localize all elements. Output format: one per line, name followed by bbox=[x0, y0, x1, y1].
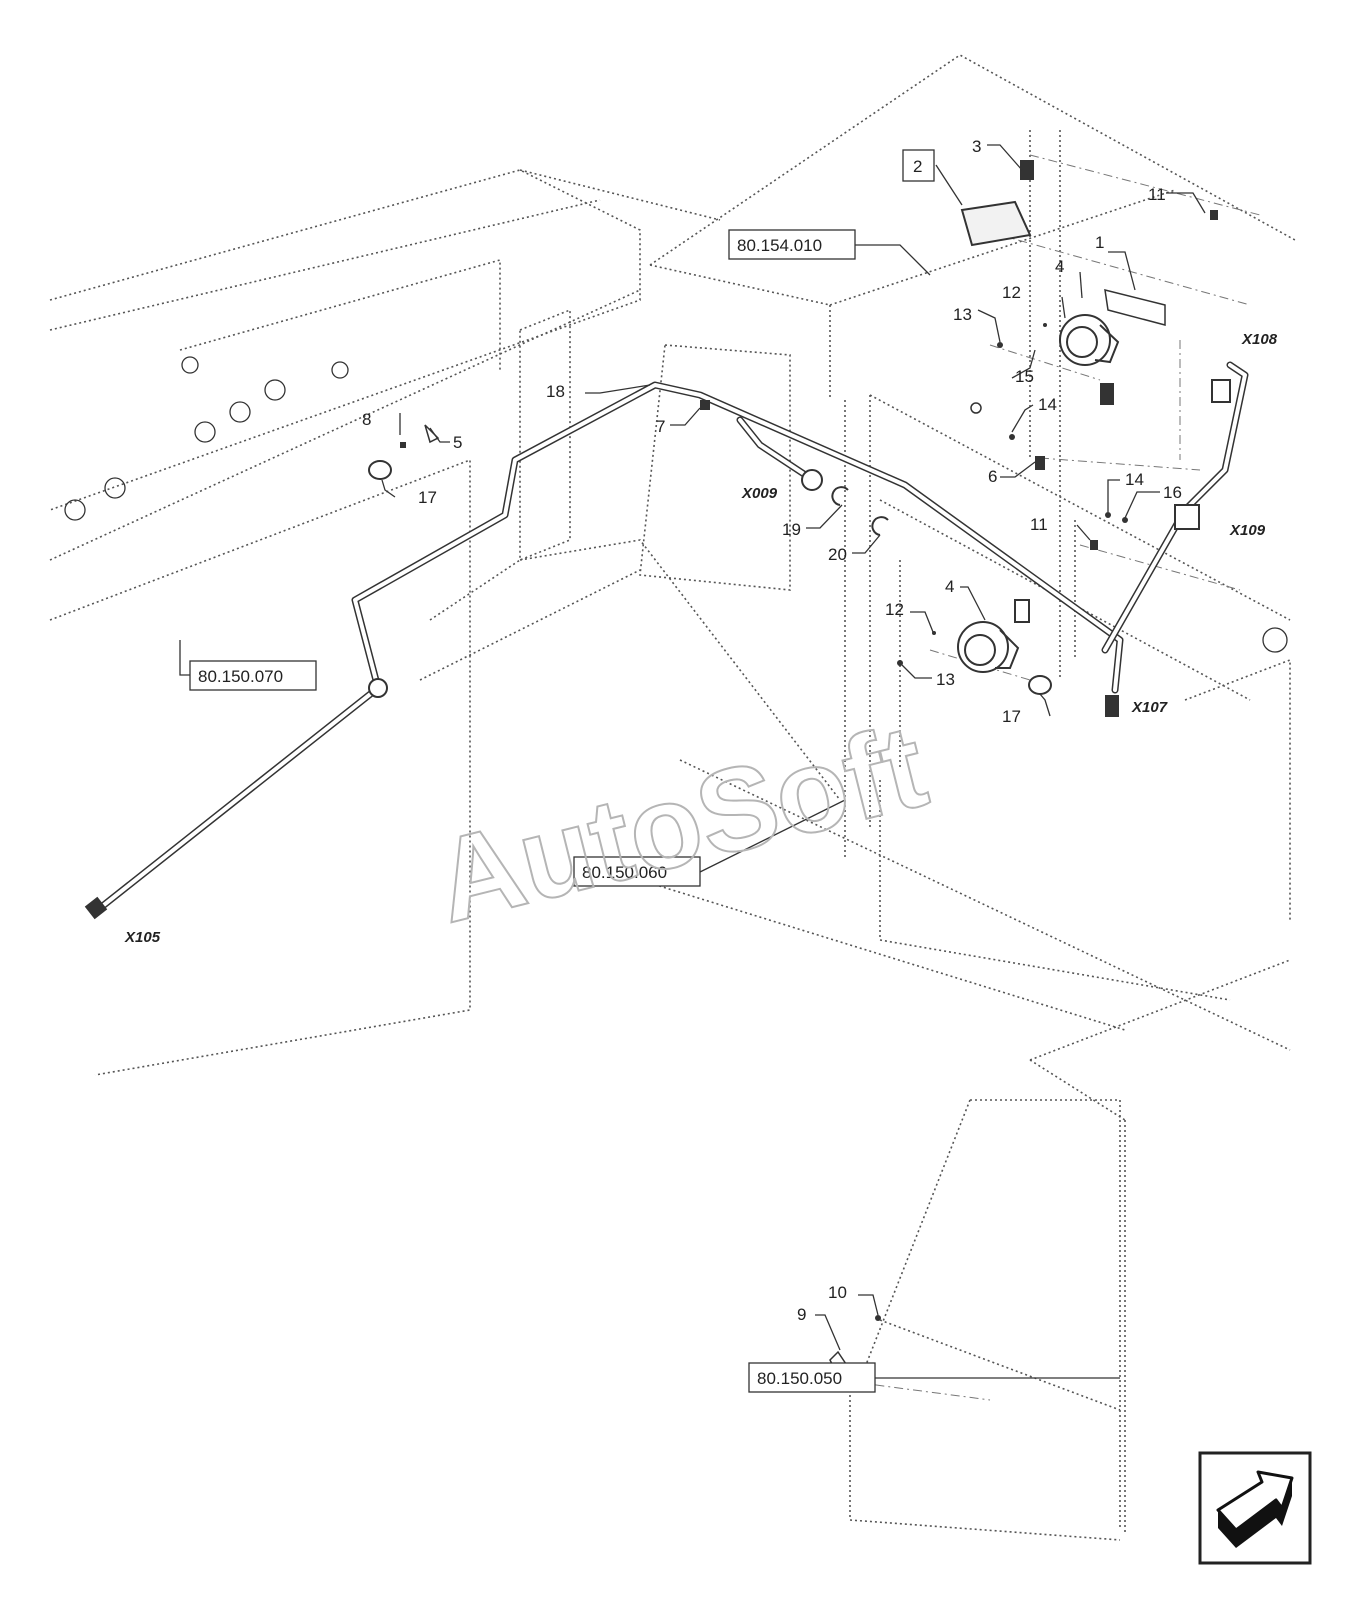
callout-9: 9 bbox=[797, 1305, 806, 1324]
connector-x009: X009 bbox=[741, 485, 778, 502]
next-page-arrow-icon[interactable] bbox=[1198, 1451, 1312, 1565]
callout-4-upper: 4 bbox=[1055, 257, 1064, 276]
callout-11-lower: 11 bbox=[1030, 515, 1048, 534]
callout-14-lower: 14 bbox=[1125, 470, 1144, 489]
callout-10: 10 bbox=[828, 1283, 847, 1302]
callout-17-right: 17 bbox=[1002, 707, 1021, 726]
callout-16: 16 bbox=[1163, 483, 1182, 502]
leader-lines bbox=[179, 144, 1206, 1379]
reference-80-154-010-label: 80.154.010 bbox=[737, 236, 822, 255]
callout-4-lower: 4 bbox=[945, 577, 954, 596]
callout-12-lower: 12 bbox=[885, 600, 904, 619]
connector-labels: X105 X107 X108 X109 X009 bbox=[124, 331, 1278, 946]
callout-14-upper: 14 bbox=[1038, 395, 1057, 414]
reference-80-150-060[interactable]: 80.150.060 bbox=[573, 856, 701, 887]
exploded-lines bbox=[799, 154, 1261, 1401]
connector-x108: X108 bbox=[1241, 331, 1278, 348]
callouts: 1 2 3 4 4 5 6 7 8 9 10 11 11 12 12 13 13… bbox=[362, 137, 1182, 1324]
callout-8: 8 bbox=[362, 410, 371, 429]
callout-2: 2 bbox=[913, 157, 922, 176]
reference-80-150-070-label: 80.150.070 bbox=[198, 667, 283, 686]
callout-3: 3 bbox=[972, 137, 981, 156]
callout-11-upper: 11 bbox=[1148, 185, 1166, 204]
callout-13-lower: 13 bbox=[936, 670, 955, 689]
watermark: AutoSoft bbox=[423, 700, 938, 949]
callout-2-box bbox=[902, 149, 935, 182]
reference-80-150-070[interactable]: 80.150.070 bbox=[189, 660, 317, 691]
callout-1: 1 bbox=[1095, 233, 1104, 252]
reference-boxes: 80.154.010 80.150.070 80.150.060 80.150.… bbox=[189, 229, 876, 1393]
callout-13-upper: 13 bbox=[953, 305, 972, 324]
machine-outline bbox=[49, 54, 1296, 1541]
connector-x105: X105 bbox=[124, 929, 161, 946]
connector-x109: X109 bbox=[1229, 522, 1266, 539]
callout-5: 5 bbox=[453, 433, 462, 452]
reference-80-150-060-label: 80.150.060 bbox=[582, 863, 667, 882]
reference-80-150-050-label: 80.150.050 bbox=[757, 1369, 842, 1388]
connector-x107: X107 bbox=[1131, 699, 1168, 716]
callout-17-left: 17 bbox=[418, 488, 437, 507]
callout-15: 15 bbox=[1015, 367, 1034, 386]
callout-12-upper: 12 bbox=[1002, 283, 1021, 302]
callout-18: 18 bbox=[546, 382, 565, 401]
callout-19: 19 bbox=[782, 520, 801, 539]
reference-80-150-050[interactable]: 80.150.050 bbox=[748, 1362, 876, 1393]
wiring-harness bbox=[84, 361, 1249, 920]
components bbox=[368, 160, 1218, 1378]
callout-7: 7 bbox=[656, 417, 665, 436]
callout-6: 6 bbox=[988, 467, 997, 486]
callout-20: 20 bbox=[828, 545, 847, 564]
reference-80-154-010[interactable]: 80.154.010 bbox=[728, 229, 856, 260]
